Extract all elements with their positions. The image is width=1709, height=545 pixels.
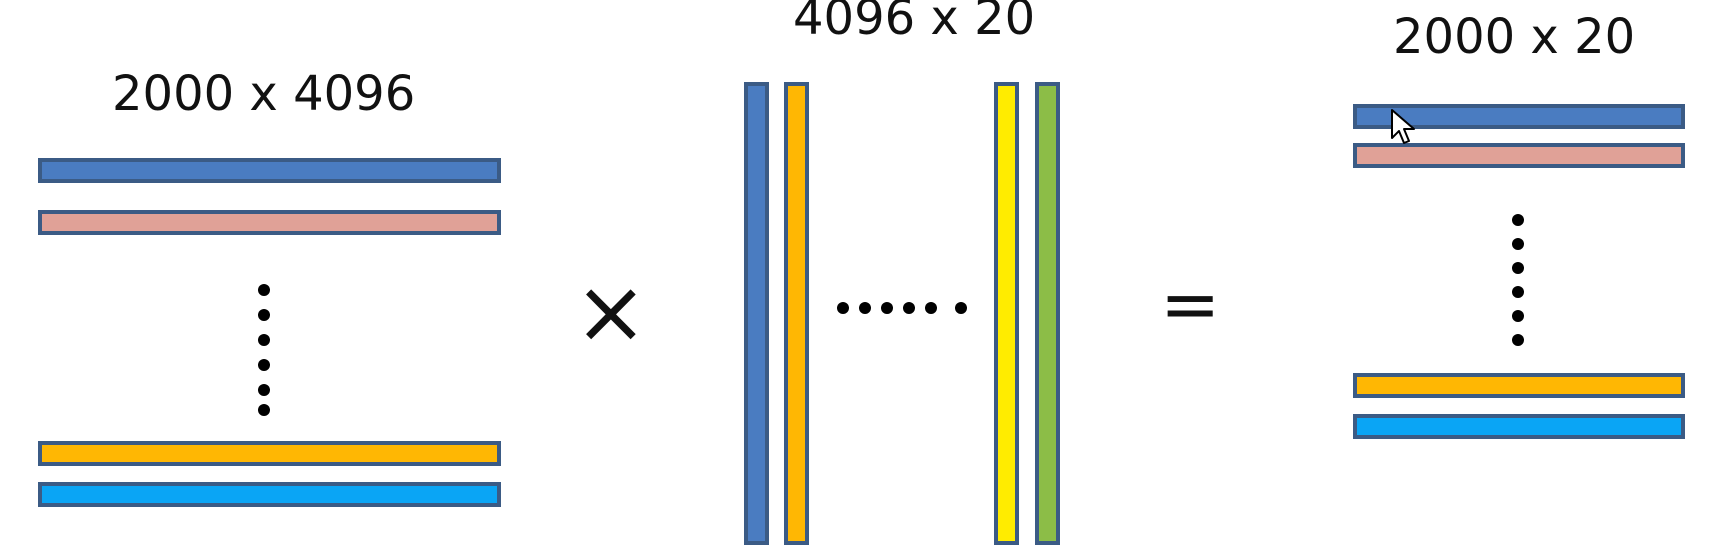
middle-matrix-column-3 [994, 82, 1019, 545]
left-matrix-label: 2000 x 4096 [112, 66, 416, 122]
multiply-operator: × [574, 260, 648, 363]
middle-matrix-label: 4096 x 20 [793, 0, 1036, 46]
left-matrix-row-2 [38, 210, 501, 235]
right-matrix-row-2 [1353, 143, 1685, 168]
mouse-pointer-icon [1391, 109, 1415, 144]
left-matrix-row-1 [38, 158, 501, 183]
right-matrix-label: 2000 x 20 [1393, 9, 1636, 65]
left-matrix-row-4 [38, 482, 501, 507]
middle-matrix-column-1 [744, 82, 769, 545]
middle-matrix-column-4 [1035, 82, 1060, 545]
left-matrix-row-3 [38, 441, 501, 466]
right-matrix-row-4 [1353, 414, 1685, 439]
right-matrix-row-3 [1353, 373, 1685, 398]
middle-matrix-column-2 [784, 82, 809, 545]
equals-operator: = [1160, 262, 1221, 346]
